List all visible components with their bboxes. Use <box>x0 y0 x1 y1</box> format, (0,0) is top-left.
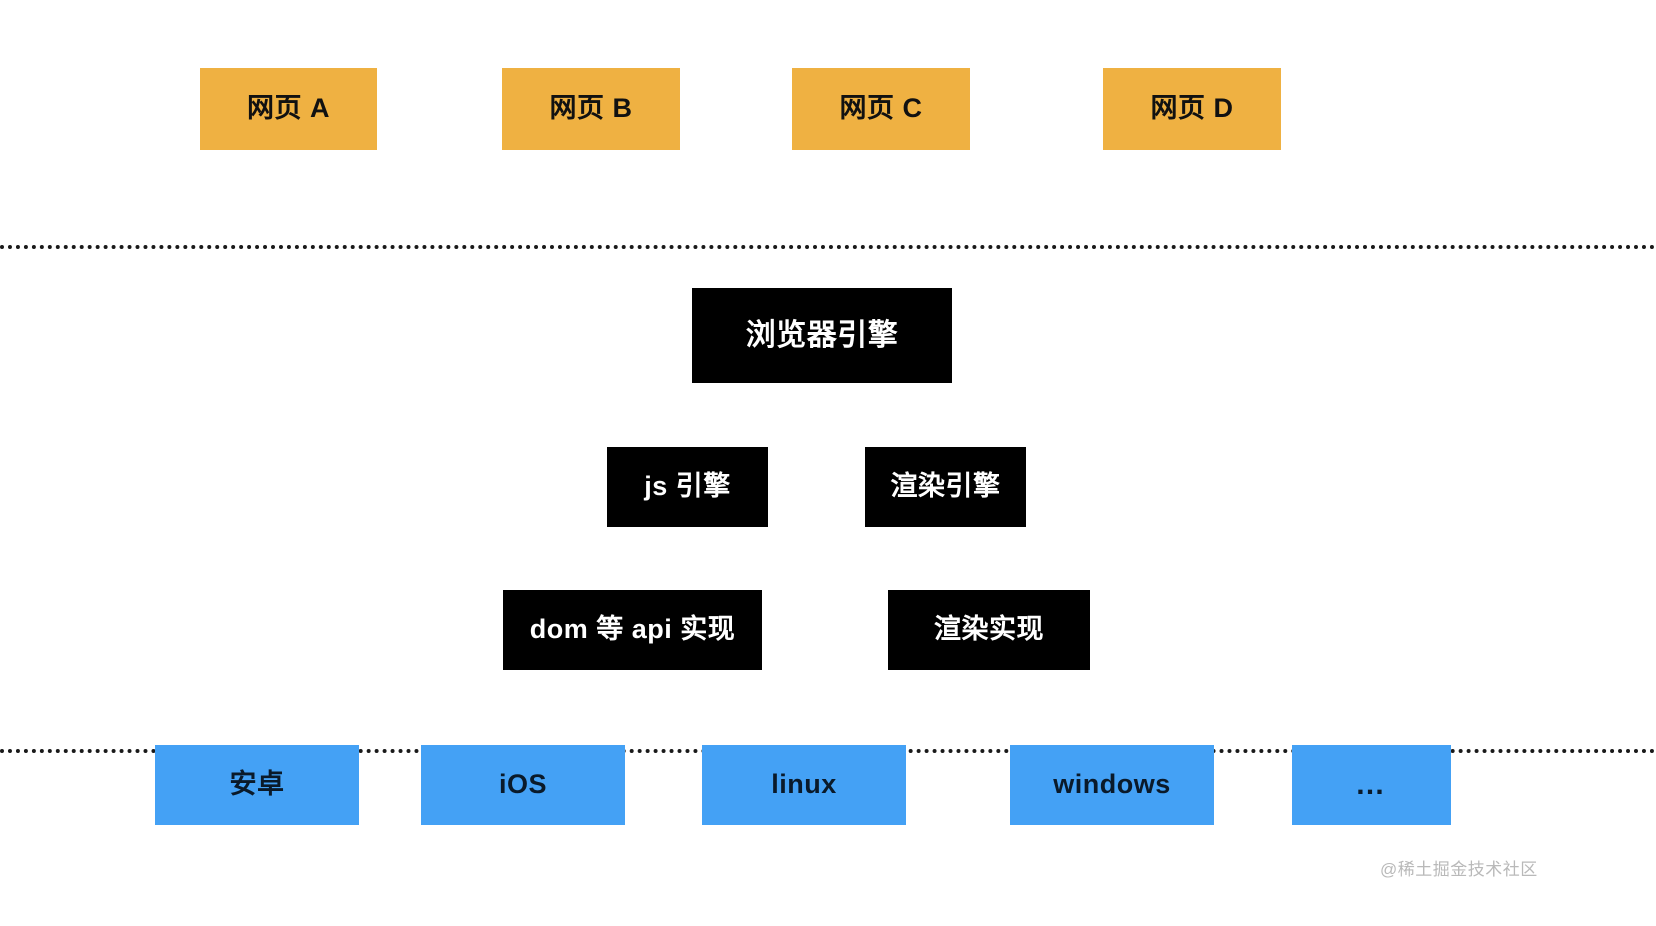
watermark: @稀土掘金技术社区 <box>1380 860 1538 879</box>
engine-box[interactable]: 渲染实现 <box>888 590 1090 670</box>
os-box-more[interactable]: … <box>1292 745 1451 825</box>
top-divider <box>0 245 1656 249</box>
web-page-box[interactable]: 网页 D <box>1103 68 1281 150</box>
os-box[interactable]: linux <box>702 745 906 825</box>
web-page-box[interactable]: 网页 A <box>200 68 377 150</box>
engine-box[interactable]: js 引擎 <box>607 447 768 527</box>
web-page-box[interactable]: 网页 B <box>502 68 680 150</box>
engine-box[interactable]: 渲染引擎 <box>865 447 1026 527</box>
engine-box[interactable]: 浏览器引擎 <box>692 288 952 383</box>
os-box[interactable]: iOS <box>421 745 625 825</box>
os-box[interactable]: 安卓 <box>155 745 359 825</box>
engine-box[interactable]: dom 等 api 实现 <box>503 590 762 670</box>
os-box[interactable]: windows <box>1010 745 1214 825</box>
web-page-box[interactable]: 网页 C <box>792 68 970 150</box>
